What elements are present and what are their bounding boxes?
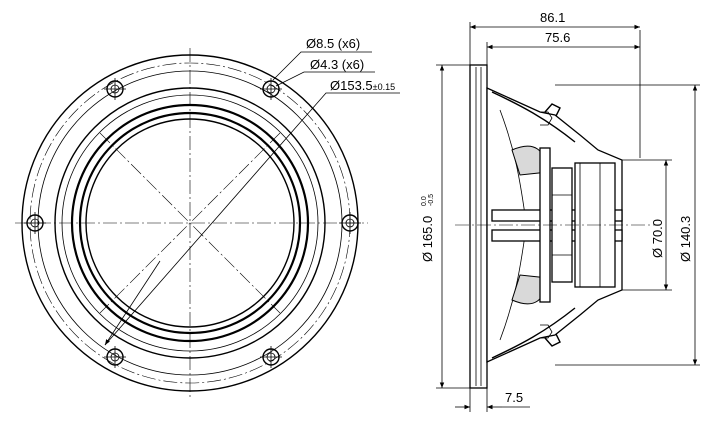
mounting-hole-right [339, 212, 361, 234]
surround-inner [78, 111, 302, 335]
dim-basket-diameter-label: Ø 140.3 [678, 216, 693, 262]
dim-outer-diameter-label: Ø 165.0 0.0 -0.5 [420, 194, 435, 262]
dim-outer-diameter-main: Ø 165.0 [420, 216, 435, 262]
dim-hole-large-label: Ø8.5 (x6) [306, 36, 360, 51]
dim-hole-small-label: Ø4.3 (x6) [310, 57, 364, 72]
dim-total-depth-label: 86.1 [540, 10, 565, 25]
leader-pcd [104, 92, 400, 346]
dim-pcd-label: Ø153.5±0.15 [330, 78, 395, 93]
mounting-hole-top-right [260, 78, 282, 100]
dim-outer-diameter-tol-upper: 0.0 [421, 196, 428, 206]
terminal-bottom [544, 333, 561, 347]
mounting-hole-bottom-left [104, 346, 126, 368]
dim-outer-diameter-tol-lower: -0.5 [428, 194, 435, 206]
motor-pole [574, 162, 616, 288]
dim-basket-depth-label: 75.6 [545, 30, 570, 45]
dim-pcd-tol: ±0.15 [373, 82, 395, 92]
dim-flange-label: 7.5 [505, 390, 523, 405]
mounting-hole-bottom-right [260, 346, 282, 368]
mounting-hole-left [24, 212, 46, 234]
mounting-hole-top-left [104, 78, 126, 100]
flange-plate [469, 64, 488, 389]
center-line-diagonal-b [99, 132, 281, 314]
leader-hole-large [272, 51, 372, 81]
side-view: 86.1 75.6 7.5 Ø 165.0 0.0 -0.5 Ø 70.0 Ø … [420, 10, 700, 412]
pcd-arrow [104, 260, 161, 346]
front-view: Ø8.5 (x6) Ø4.3 (x6) Ø153.5±0.15 [15, 36, 400, 400]
terminal-top [544, 103, 561, 117]
dim-pcd-main: Ø153.5 [330, 78, 373, 93]
leader-hole-small [275, 71, 375, 87]
dim-magnet-label: Ø 70.0 [650, 219, 665, 258]
